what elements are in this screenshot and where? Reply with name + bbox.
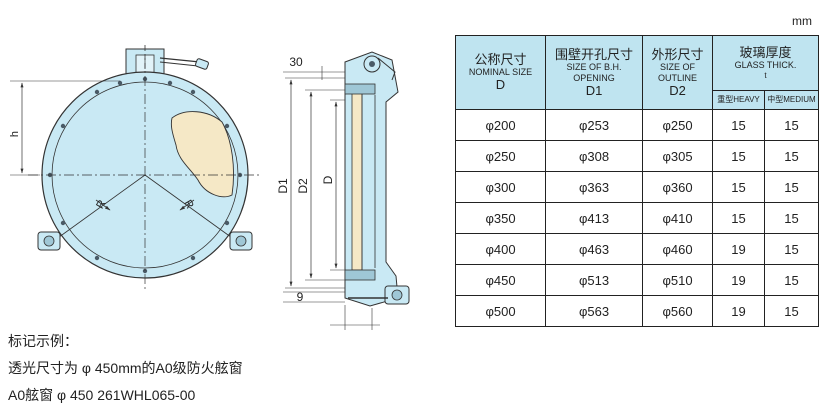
header-outline-size: 外形尺寸 SIZE OF OUTLINE D2 [642,35,713,110]
cell-heavy: 19 [712,233,765,265]
cell-nominal: φ200 [455,109,546,141]
cell-opening: φ308 [545,140,643,172]
table-header-row: 公称尺寸 NOMINAL SIZE D 围壁开孔尺寸 SIZE OF B.H. … [455,35,819,110]
dim-d-label: D [321,175,335,184]
cell-medium: 15 [764,171,819,203]
spec-table: 公称尺寸 NOMINAL SIZE D 围壁开孔尺寸 SIZE OF B.H. … [455,35,819,327]
cell-opening: φ413 [545,202,643,234]
front-view: R R h [9,45,262,292]
cell-outline: φ510 [642,264,713,296]
table-row: φ400 φ463 φ460 19 15 [455,233,819,265]
cell-outline: φ410 [642,202,713,234]
table-row: φ450 φ513 φ510 19 15 [455,264,819,296]
subheader-heavy: 重型HEAVY [712,90,765,110]
table-body: φ200 φ253 φ250 15 15 φ250 φ308 φ305 15 1… [455,109,819,327]
marking-example: 标记示例： 透光尺寸为 φ 450mm的A0级防火舷窗 A0舷窗 φ 450 2… [8,328,243,409]
cell-heavy: 15 [712,109,765,141]
cell-nominal: φ400 [455,233,546,265]
dim-120-label: 120 [340,329,360,330]
glass-cutaway [170,111,234,198]
cell-heavy: 19 [712,295,765,327]
table-row: φ500 φ563 φ560 19 15 [455,295,819,327]
cell-opening: φ513 [545,264,643,296]
side-section-view: D1 D2 D 30 9 120 [276,51,410,330]
dim-30-label: 30 [289,55,303,69]
cell-outline: φ305 [642,140,713,172]
header-nominal-size: 公称尺寸 NOMINAL SIZE D [455,35,546,110]
cell-opening: φ363 [545,171,643,203]
cell-nominal: φ500 [455,295,546,327]
cell-opening: φ463 [545,233,643,265]
cell-heavy: 15 [712,140,765,172]
cell-medium: 15 [764,233,819,265]
cell-outline: φ460 [642,233,713,265]
cell-medium: 15 [764,202,819,234]
header-bh-opening: 围壁开孔尺寸 SIZE OF B.H. OPENING D1 [545,35,643,110]
table-row: φ250 φ308 φ305 15 15 [455,140,819,172]
bottom-boss-left [37,231,61,251]
table-row: φ350 φ413 φ410 15 15 [455,202,819,234]
cell-opening: φ563 [545,295,643,327]
cell-medium: 15 [764,295,819,327]
cell-nominal: φ350 [455,202,546,234]
cell-opening: φ253 [545,109,643,141]
bottom-boss-right [229,231,253,251]
cell-medium: 15 [764,140,819,172]
cell-nominal: φ250 [455,140,546,172]
cell-outline: φ360 [642,171,713,203]
cell-nominal: φ450 [455,264,546,296]
dim-d1-label: D1 [276,178,290,194]
technical-drawing: R R h D1 D2 D 30 [9,45,410,330]
cell-heavy: 15 [712,171,765,203]
unit-label: mm [792,14,812,28]
cell-nominal: φ300 [455,171,546,203]
dim-h-label: h [9,131,21,137]
marking-example-code: A0舷窗 φ 450 261WHL065-00 [8,387,196,403]
table-row: φ300 φ363 φ360 15 15 [455,171,819,203]
cell-heavy: 15 [712,202,765,234]
marking-example-title: 标记示例： [8,333,78,349]
table-row: φ200 φ253 φ250 15 15 [455,109,819,141]
subheader-medium: 中型MEDIUM [764,90,819,110]
dim-d2-label: D2 [296,178,310,194]
dim-9-label: 9 [297,290,304,304]
cell-heavy: 19 [712,264,765,296]
marking-example-description: 透光尺寸为 φ 450mm的A0级防火舷窗 [8,360,243,376]
header-glass-thickness: 玻璃厚度 GLASS THICK. t [712,35,819,91]
cell-outline: φ250 [642,109,713,141]
cell-outline: φ560 [642,295,713,327]
cell-medium: 15 [764,264,819,296]
table-subheader-row: 重型HEAVY 中型MEDIUM [456,90,819,110]
cell-medium: 15 [764,109,819,141]
